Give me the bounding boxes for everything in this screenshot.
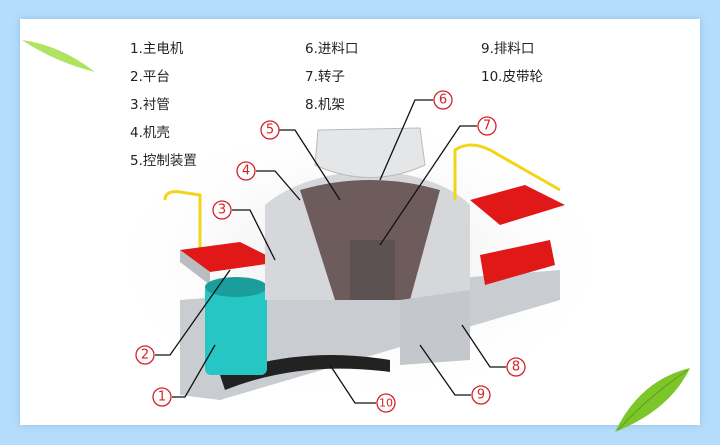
leaf-icon	[22, 40, 95, 72]
platform-right	[470, 185, 565, 225]
callout-4: 4	[242, 164, 250, 179]
feed-hopper	[314, 127, 426, 178]
legend-column-2: 6.进料口 7.转子 8.机架	[305, 35, 358, 119]
rotor	[350, 240, 395, 300]
callout-2: 2	[141, 348, 149, 363]
legend-item: 1.主电机	[130, 41, 184, 57]
platform-left	[180, 242, 280, 272]
discharge	[400, 290, 470, 365]
legend-item: 4.机壳	[130, 125, 170, 141]
legend-item: 8.机架	[305, 97, 345, 113]
callout-9: 9	[477, 388, 485, 403]
legend-item: 9.排料口	[481, 41, 535, 57]
callout-10: 10	[379, 397, 393, 410]
callout-5: 5	[266, 123, 274, 138]
railing-left	[163, 190, 202, 250]
legend-item: 2.平台	[130, 69, 170, 85]
callout-3: 3	[218, 203, 226, 218]
leaf-icon	[615, 368, 690, 432]
legend-item: 3.衬管	[130, 97, 170, 113]
legend-item: 6.进料口	[305, 41, 359, 57]
callout-8: 8	[512, 360, 520, 375]
motor	[205, 285, 267, 375]
legend-column-3: 9.排料口 10.皮带轮	[481, 35, 543, 91]
legend-item: 10.皮带轮	[481, 69, 543, 85]
callout-1: 1	[158, 390, 166, 405]
callout-6: 6	[439, 93, 447, 108]
railing-right	[453, 143, 561, 200]
legend-item: 7.转子	[305, 69, 345, 85]
callout-7: 7	[483, 119, 491, 134]
